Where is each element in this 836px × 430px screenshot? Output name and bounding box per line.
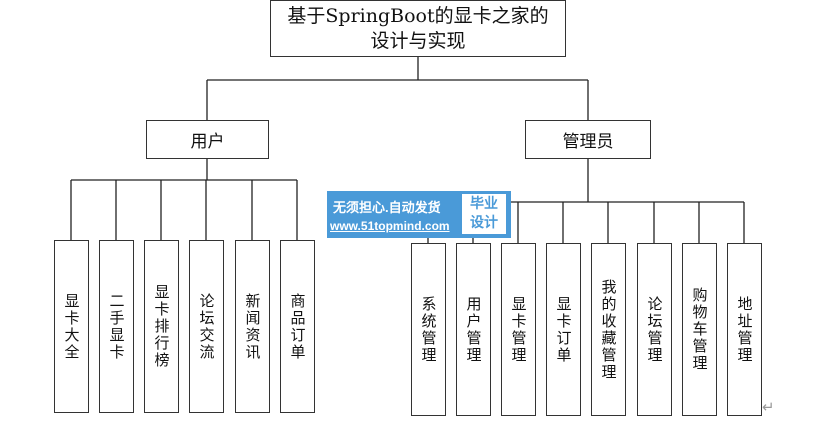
user-leaf: 显卡大全 [54,240,89,413]
admin-leaf: 我的收藏管理 [591,243,626,416]
admin-leaf: 显卡管理 [501,243,536,416]
admin-node: 管理员 [525,120,651,159]
leaf-label: 论坛管理 [645,295,664,364]
watermark-url: www.51topmind.com [330,219,450,233]
root-title-line2: 设计与实现 [370,29,466,52]
admin-leaf: 系统管理 [411,243,446,416]
leaf-label: 系统管理 [419,295,438,364]
admin-leaf: 论坛管理 [637,243,672,416]
badge-line2: 设计 [470,214,498,230]
leaf-label: 商品订单 [288,292,307,361]
leaf-label: 二手显卡 [107,292,126,361]
watermark: 无须担心.自动发货 www.51topmind.com 毕业 设计 [327,191,511,238]
user-leaf: 商品订单 [280,240,315,413]
leaf-label: 论坛交流 [197,292,216,361]
watermark-badge: 毕业 设计 [462,194,506,234]
admin-leaf: 地址管理 [727,243,762,416]
admin-leaf: 用户管理 [456,243,491,416]
admin-leaf: 购物车管理 [682,243,717,416]
leaf-label: 地址管理 [735,295,754,364]
user-leaf: 显卡排行榜 [144,240,179,413]
leaf-label: 显卡排行榜 [152,284,171,369]
user-leaf: 新闻资讯 [235,240,270,413]
paragraph-mark-icon: ↵ [762,398,775,416]
leaf-label: 我的收藏管理 [599,278,618,381]
user-node: 用户 [146,120,269,159]
leaf-label: 用户管理 [464,295,483,364]
user-leaf: 论坛交流 [189,240,224,413]
user-leaf: 二手显卡 [99,240,134,413]
root-title-line1: 基于SpringBoot的显卡之家的 [287,4,549,27]
root-node: 基于SpringBoot的显卡之家的 设计与实现 [270,0,566,57]
leaf-label: 显卡管理 [509,295,528,364]
leaf-label: 新闻资讯 [243,292,262,361]
admin-leaf: 显卡订单 [546,243,581,416]
badge-line1: 毕业 [470,195,498,211]
leaf-label: 购物车管理 [690,287,709,372]
leaf-label: 显卡订单 [554,295,573,364]
watermark-text: 无须担心.自动发货 [333,200,441,215]
leaf-label: 显卡大全 [62,292,81,361]
